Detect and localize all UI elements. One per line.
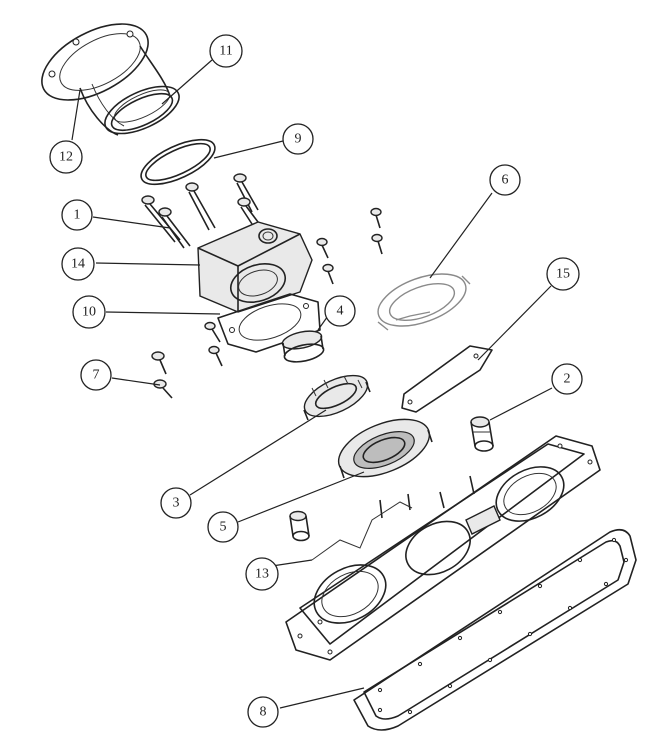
part-15-gasket bbox=[401, 345, 493, 413]
callout-label: 12 bbox=[59, 150, 73, 165]
part-10-gasket bbox=[217, 293, 321, 353]
callout-3: 3 bbox=[160, 487, 192, 519]
gasket-holes bbox=[377, 537, 629, 715]
callout-label: 15 bbox=[556, 267, 570, 282]
part-3-lock-nut bbox=[303, 374, 371, 421]
part-4-bushing bbox=[281, 330, 325, 363]
callout-label: 6 bbox=[502, 173, 509, 188]
part-1-bolts bbox=[141, 173, 259, 249]
callout-11: 11 bbox=[209, 34, 243, 68]
leader-lines bbox=[71, 59, 553, 709]
callout-label: 3 bbox=[173, 496, 180, 511]
part-9-o-ring bbox=[140, 138, 216, 186]
callout-label: 8 bbox=[260, 705, 267, 720]
callout-1: 1 bbox=[61, 199, 93, 231]
part-14-housing-block bbox=[197, 221, 313, 313]
callout-10: 10 bbox=[72, 295, 106, 329]
callout-15: 15 bbox=[546, 257, 580, 291]
part-2-pin bbox=[470, 416, 494, 452]
part-7-bolts bbox=[151, 351, 173, 399]
callout-label: 10 bbox=[82, 305, 96, 320]
callout-8: 8 bbox=[247, 696, 279, 728]
callout-4: 4 bbox=[324, 295, 356, 327]
callout-13: 13 bbox=[245, 557, 279, 591]
part-13-main-housing-plate bbox=[285, 435, 601, 661]
dowel-pin bbox=[289, 510, 310, 542]
callout-12: 12 bbox=[49, 140, 83, 174]
part-11-seal-ring bbox=[104, 85, 180, 135]
callout-label: 4 bbox=[337, 304, 344, 319]
callout-label: 2 bbox=[564, 372, 571, 387]
callout-7: 7 bbox=[80, 359, 112, 391]
small-bolts-group bbox=[204, 207, 383, 367]
part-12-flange-cover bbox=[41, 23, 171, 136]
callout-9: 9 bbox=[282, 123, 314, 155]
part-6-bearing-cap bbox=[377, 273, 471, 331]
callout-label: 7 bbox=[93, 368, 100, 383]
callout-label: 1 bbox=[74, 208, 81, 223]
callout-2: 2 bbox=[551, 363, 583, 395]
part-8-large-gasket bbox=[353, 528, 637, 731]
callout-14: 14 bbox=[61, 247, 95, 281]
part-5-bearing bbox=[337, 418, 433, 479]
callout-label: 11 bbox=[219, 44, 232, 59]
callout-label: 9 bbox=[295, 132, 302, 147]
callout-label: 5 bbox=[220, 520, 227, 535]
callout-6: 6 bbox=[489, 164, 521, 196]
callout-5: 5 bbox=[207, 511, 239, 543]
callout-label: 14 bbox=[71, 257, 85, 272]
callout-label: 13 bbox=[255, 567, 269, 582]
